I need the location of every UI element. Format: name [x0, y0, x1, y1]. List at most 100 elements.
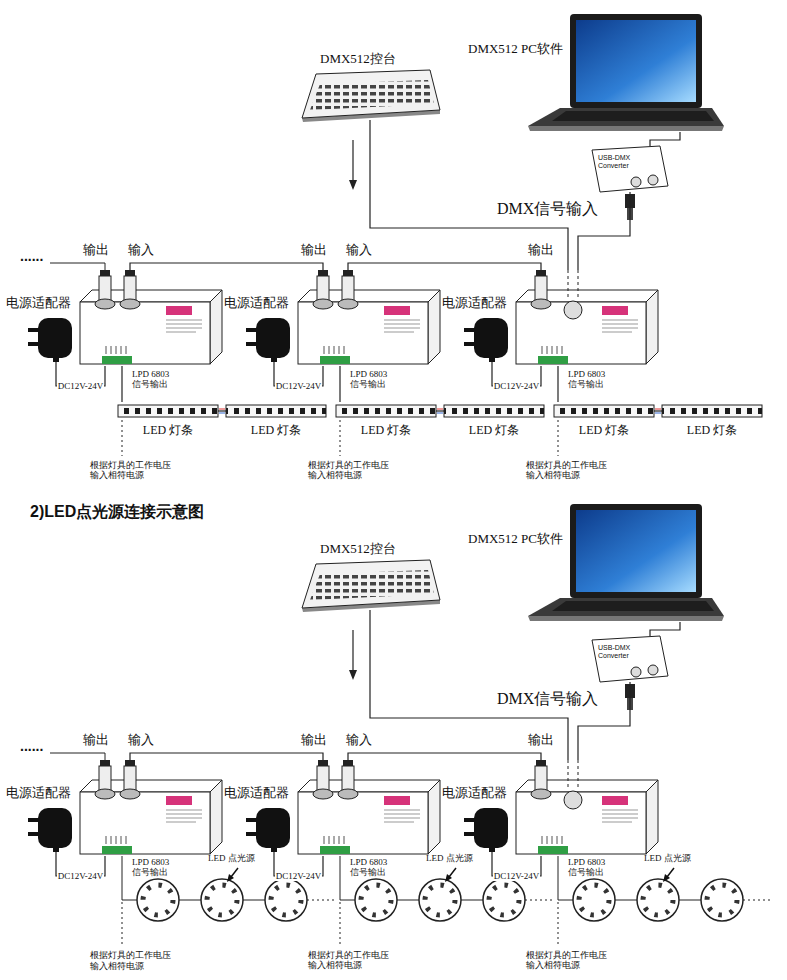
node-text: DMX512控台 [320, 542, 396, 557]
power-adapter: 电源适配器 [6, 296, 78, 362]
node-text: DMX512 PC软件 [468, 42, 563, 57]
usb-dmx-converter: USB-DMX Converter [588, 146, 668, 192]
node-text: 输入 [128, 243, 154, 258]
power-adapter: 电源适配器 [224, 786, 296, 852]
wire-connector [348, 263, 541, 270]
power-note: 根据灯具的工作电压 输入相符电源 [308, 460, 389, 480]
node-text: LED 灯条 [687, 424, 737, 437]
power-note: 根据灯具的工作电压 输入相符电源 [308, 950, 389, 970]
node-text: LED 灯条 [251, 424, 301, 437]
wire-connector [654, 410, 662, 411]
wire-connector [557, 366, 558, 402]
led-strip: LED 灯条 [118, 402, 218, 446]
signal-output-label: LPD 6803 信号输出 [568, 857, 616, 877]
power-adapter: 电源适配器 [224, 296, 296, 362]
node-text: 电源适配器 [224, 786, 289, 801]
illustration [28, 14, 724, 364]
power-note: 根据灯具的工作电压 输入相符电源 [526, 950, 607, 970]
power-note: 根据灯具的工作电压 输入相符电源 [526, 460, 607, 480]
section-heading: 2)LED点光源连接示意图 [30, 503, 204, 521]
signal-output-label: LPD 6803 信号输出 [568, 369, 616, 389]
node-text: DMX512控台 [320, 52, 396, 67]
voltage-label: DC12V-24V [493, 871, 541, 881]
dmx-console: DMX512控台 [296, 50, 442, 120]
decoder: 输出 [516, 760, 658, 856]
voltage-label: DC12V-24V [57, 381, 105, 391]
signal-label: DMX信号输入 [497, 690, 598, 708]
voltage-label: DC12V-24V [275, 871, 323, 881]
wire-connector [339, 366, 340, 402]
node-text: USB-DMX Converter [598, 154, 642, 170]
wire-connector [370, 120, 568, 270]
power-note: 根据灯具的工作电压 输入相符电源 [90, 950, 171, 970]
wire-connector [370, 610, 568, 760]
led-strip: LED 灯条 [554, 402, 654, 446]
node-text: LED 点光源 [426, 853, 473, 863]
wire-connector [650, 622, 680, 636]
decoder: 输出输入 [80, 270, 222, 366]
signal-output-label: LPD 6803 信号输出 [132, 857, 180, 877]
wire-connector [436, 410, 444, 411]
node-text: 输出 [83, 243, 109, 258]
node-text: 电源适配器 [6, 786, 71, 801]
node-text: 输出 [528, 243, 554, 258]
power-adapter: 电源适配器 [442, 786, 514, 852]
wire-connector [130, 263, 323, 270]
node-text: 电源适配器 [442, 296, 507, 311]
signal-output-label: LPD 6803 信号输出 [350, 369, 398, 389]
decoder: 输出输入 [298, 270, 440, 366]
pc-laptop: DMX512 PC软件 [462, 12, 724, 132]
node-text: 输出 [83, 733, 109, 748]
voltage-label: DC12V-24V [275, 381, 323, 391]
illustration [28, 504, 724, 854]
wire-connector [121, 366, 122, 402]
signal-output-label: LPD 6803 信号输出 [350, 857, 398, 877]
illustration [118, 405, 326, 456]
illustration [340, 856, 552, 944]
pc-laptop: DMX512 PC软件 [462, 502, 724, 622]
power-adapter: 电源适配器 [6, 786, 78, 852]
led-point-source: LED 点光源 [198, 853, 258, 923]
node-text: 输入 [346, 733, 372, 748]
power-note: 根据灯具的工作电压 输入相符电源 [90, 460, 171, 480]
dmx-console: DMX512控台 [296, 540, 442, 610]
node-text: 输出 [301, 733, 327, 748]
node-text: USB-DMX Converter [598, 644, 642, 660]
illustration [554, 405, 762, 456]
voltage-label: DC12V-24V [493, 381, 541, 391]
led-point-source: LED 点光源 [416, 853, 476, 923]
decoder: 输出输入 [298, 760, 440, 856]
signal-output-label: LPD 6803 信号输出 [132, 369, 180, 389]
continuation-dots: ...... [20, 739, 43, 755]
node-text: 电源适配器 [224, 296, 289, 311]
node-text: LED 点光源 [644, 853, 691, 863]
node-text: LED 灯条 [469, 424, 519, 437]
node-text: 电源适配器 [442, 786, 507, 801]
led-strip: LED 灯条 [336, 402, 436, 446]
node-text: LED 灯条 [361, 424, 411, 437]
illustration [558, 856, 770, 944]
node-text: 电源适配器 [6, 296, 71, 311]
node-text: LED 灯条 [143, 424, 193, 437]
illustration [336, 405, 544, 456]
led-strip: LED 灯条 [662, 402, 762, 446]
continuation-dots: ...... [20, 249, 43, 265]
decoder: 输出输入 [80, 760, 222, 856]
signal-label: DMX信号输入 [497, 200, 598, 218]
node-text: DMX512 PC软件 [468, 532, 563, 547]
wire-connector [130, 753, 323, 760]
node-text: 输入 [346, 243, 372, 258]
led-strip: LED 灯条 [226, 402, 326, 446]
node-text: 输出 [301, 243, 327, 258]
voltage-label: DC12V-24V [57, 871, 105, 881]
power-adapter: 电源适配器 [442, 296, 514, 362]
node-text: LED 点光源 [208, 853, 255, 863]
node-text: 输入 [128, 733, 154, 748]
led-strip: LED 灯条 [444, 402, 544, 446]
wire-connector [348, 753, 541, 760]
wire-connector [650, 132, 680, 146]
node-text: 输出 [528, 733, 554, 748]
usb-dmx-converter: USB-DMX Converter [588, 636, 668, 682]
